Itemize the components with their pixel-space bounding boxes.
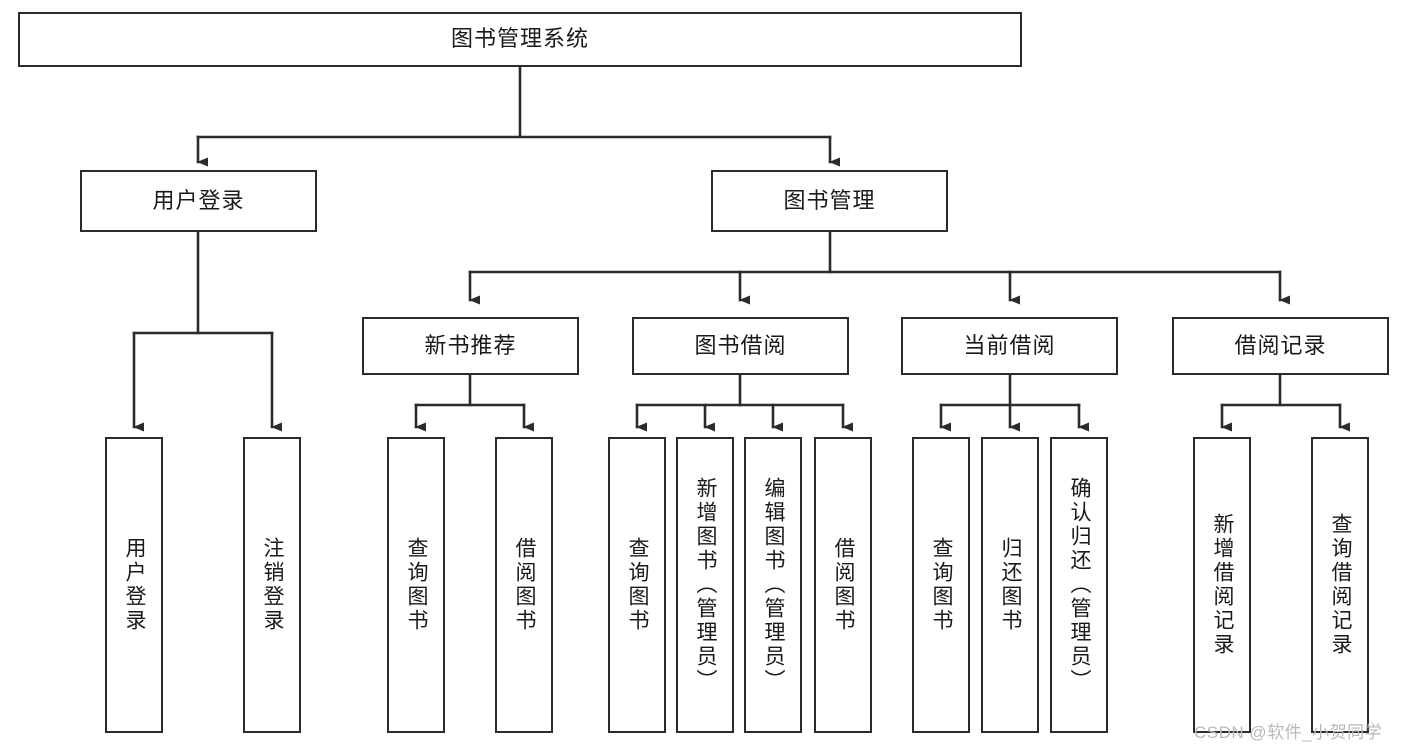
borrow-record-to-leaves-connectors bbox=[1220, 373, 1350, 432]
node-label: 图书管理 bbox=[783, 187, 876, 213]
leaf-new-book-borrow-book[interactable]: 借阅图书 bbox=[495, 437, 553, 733]
node-label: 查询图书 bbox=[626, 537, 650, 633]
node-label: 借阅图书 bbox=[832, 537, 856, 633]
node-label: 查询图书 bbox=[930, 537, 954, 633]
leaf-current-borrow-query-book[interactable]: 查询图书 bbox=[912, 437, 970, 733]
leaf-user-login-logout[interactable]: 注销登录 bbox=[243, 437, 301, 733]
node-label: 图书借阅 bbox=[694, 332, 787, 358]
book-management-to-level3-connectors bbox=[468, 230, 1290, 305]
node-borrow-record[interactable]: 借阅记录 bbox=[1172, 317, 1389, 375]
node-label: 注销登录 bbox=[261, 537, 285, 633]
node-label: 当前借阅 bbox=[963, 332, 1056, 358]
leaf-book-borrow-edit-book-admin[interactable]: 编辑图书（管理员） bbox=[744, 437, 802, 733]
book-borrow-to-leaves-connectors bbox=[635, 373, 853, 432]
watermark-text: CSDN @软件_小贺同学 bbox=[1194, 723, 1383, 742]
node-book-management[interactable]: 图书管理 bbox=[711, 170, 948, 232]
node-new-book-recommend[interactable]: 新书推荐 bbox=[362, 317, 579, 375]
node-label: 用户登录 bbox=[123, 537, 147, 633]
user-login-to-leaves-connectors bbox=[132, 230, 282, 432]
node-book-borrow[interactable]: 图书借阅 bbox=[632, 317, 849, 375]
node-label: 查询图书 bbox=[405, 537, 429, 633]
node-root-book-management-system[interactable]: 图书管理系统 bbox=[18, 12, 1022, 67]
leaf-current-borrow-confirm-return-admin[interactable]: 确认归还（管理员） bbox=[1050, 437, 1108, 733]
new-book-recommend-to-leaves-connectors bbox=[414, 373, 534, 432]
node-label: 查询借阅记录 bbox=[1329, 513, 1353, 657]
leaf-book-borrow-add-book-admin[interactable]: 新增图书（管理员） bbox=[676, 437, 734, 733]
node-user-login[interactable]: 用户登录 bbox=[80, 170, 317, 232]
current-borrow-to-leaves-connectors bbox=[939, 373, 1089, 432]
node-label: 新增图书（管理员） bbox=[694, 477, 718, 693]
node-label: 编辑图书（管理员） bbox=[762, 477, 786, 693]
leaf-borrow-record-add-record[interactable]: 新增借阅记录 bbox=[1193, 437, 1251, 733]
leaf-current-borrow-return-book[interactable]: 归还图书 bbox=[981, 437, 1039, 733]
node-label: 归还图书 bbox=[999, 537, 1023, 633]
node-label: 确认归还（管理员） bbox=[1068, 477, 1092, 693]
node-label: 借阅记录 bbox=[1234, 332, 1327, 358]
node-label: 新书推荐 bbox=[424, 332, 517, 358]
node-label: 借阅图书 bbox=[513, 537, 537, 633]
leaf-book-borrow-query-book[interactable]: 查询图书 bbox=[608, 437, 666, 733]
node-label: 用户登录 bbox=[152, 187, 245, 213]
node-current-borrow[interactable]: 当前借阅 bbox=[901, 317, 1118, 375]
leaf-book-borrow-borrow-book[interactable]: 借阅图书 bbox=[814, 437, 872, 733]
node-label: 新增借阅记录 bbox=[1211, 513, 1235, 657]
root-to-level2-connectors bbox=[196, 65, 840, 167]
leaf-user-login-login[interactable]: 用户登录 bbox=[105, 437, 163, 733]
node-label: 图书管理系统 bbox=[450, 26, 589, 52]
leaf-borrow-record-query-record[interactable]: 查询借阅记录 bbox=[1311, 437, 1369, 733]
leaf-new-book-query-book[interactable]: 查询图书 bbox=[387, 437, 445, 733]
